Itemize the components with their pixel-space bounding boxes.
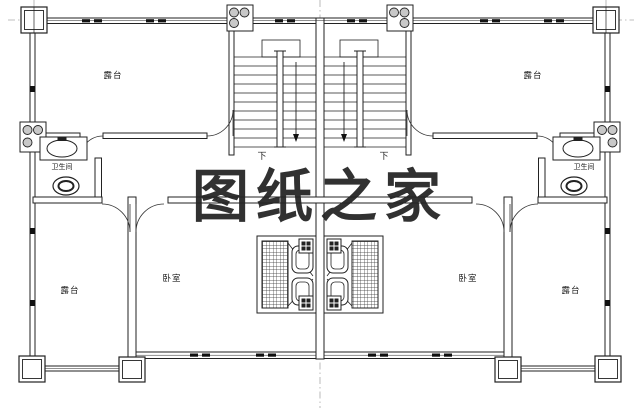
stair-down-label-left: 下 (257, 152, 266, 162)
stair-railing-left (276, 50, 284, 148)
room-label-terrace-bottom-left: 露台 (60, 285, 79, 296)
window-midlines (33, 20, 607, 369)
room-label-bathroom-left: 卫生间 (52, 162, 73, 171)
room-labels: 露台 露台 卫生间 卫生间 卧室 卧室 露台 露台 (52, 70, 595, 296)
bathroom-left (39, 136, 88, 196)
vent-shaft-icon (326, 238, 342, 311)
vent-shaft-icon (298, 238, 314, 311)
flue-shafts (19, 4, 621, 153)
room-label-bedroom-right: 卧室 (458, 273, 477, 284)
room-label-terrace-top-left: 露台 (103, 70, 122, 81)
room-label-bathroom-right: 卫生间 (574, 162, 595, 171)
bathroom-right (552, 136, 601, 196)
shower-hatch (351, 240, 379, 309)
walls (29, 17, 611, 363)
center-pod-left (256, 235, 317, 314)
staircase-left: 下 (234, 39, 316, 162)
toilet-icon (52, 176, 80, 196)
room-label-terrace-top-right: 露台 (523, 70, 542, 81)
staircase-right: 下 (324, 39, 406, 162)
stair-railing-right (356, 50, 364, 148)
stair-down-label-right: 下 (379, 152, 388, 162)
stair-treads-right (324, 56, 406, 148)
window-ticks (30, 19, 610, 357)
structural-columns (18, 6, 622, 383)
toilet-icon (560, 176, 588, 196)
watermark-text: 图纸之家 (192, 164, 448, 230)
room-label-terrace-bottom-right: 露台 (561, 285, 580, 296)
room-label-bedroom-left: 卧室 (162, 273, 181, 284)
center-pod-right (323, 235, 384, 314)
shower-hatch (261, 240, 289, 309)
stair-treads-left (234, 56, 316, 148)
